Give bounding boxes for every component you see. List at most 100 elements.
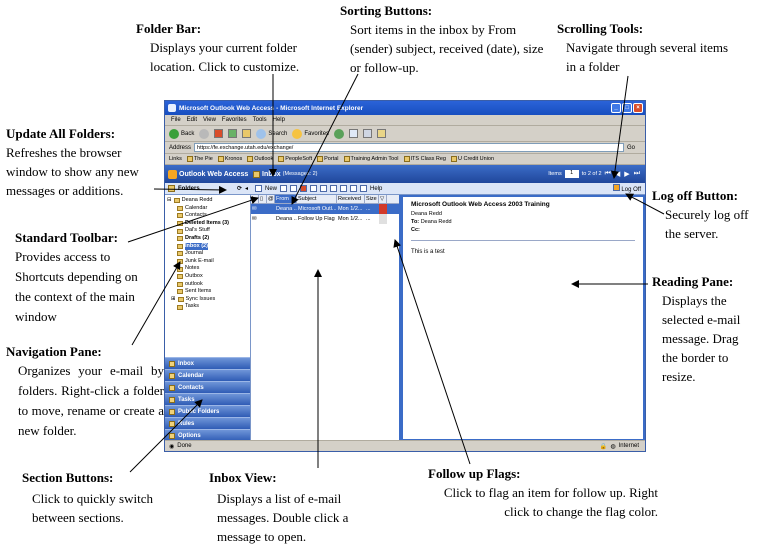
mail-icon[interactable] <box>349 129 359 138</box>
section-inbox[interactable]: Inbox <box>165 357 250 369</box>
link-item[interactable]: Outlook <box>247 156 273 162</box>
tree-item-sync-issues[interactable]: ⊞Sync Issues <box>171 295 216 303</box>
section-contacts[interactable]: Contacts <box>165 381 250 393</box>
page-total: to 2 of 2 <box>581 171 602 177</box>
attachment-sort-icon[interactable]: @ <box>268 195 275 203</box>
link-label: U Credit Union <box>457 156 495 162</box>
browser-window: Microsoft Outlook Web Access - Microsoft… <box>164 100 646 452</box>
command-buttons: New Help Log Off <box>251 184 645 193</box>
link-item[interactable]: PeopleSoft <box>278 156 312 162</box>
maximize-icon[interactable]: □ <box>622 103 632 113</box>
link-item[interactable]: U Credit Union <box>450 156 495 162</box>
tree-item-drafts[interactable]: Drafts (2) <box>167 235 248 243</box>
address-input[interactable]: https://fe.exchange.utah.edu/exchange/ <box>194 143 625 152</box>
sort-flag-icon[interactable]: ▽ <box>379 195 387 203</box>
print-icon[interactable] <box>363 129 373 138</box>
history-icon[interactable] <box>334 128 345 139</box>
close-icon[interactable]: × <box>633 103 643 113</box>
log-off-button[interactable]: Log Off <box>612 184 641 193</box>
section-label: Rules <box>178 420 195 427</box>
tree-item-journal[interactable]: Journal <box>167 250 248 258</box>
calendar-icon <box>177 205 183 211</box>
forward-arrow-icon[interactable] <box>199 128 210 139</box>
prev-page-icon[interactable]: ◀ <box>614 171 622 178</box>
row-received: Mon 1/2... <box>338 216 363 222</box>
folders-bar: Folders ⟳ ◂ <box>165 185 251 192</box>
section-calendar[interactable]: Calendar <box>165 369 250 381</box>
favorites-button[interactable]: Favorites <box>292 128 329 139</box>
sort-received-button[interactable]: Received <box>337 195 365 203</box>
address-book-icon[interactable] <box>350 185 358 192</box>
move-icon[interactable] <box>290 185 298 192</box>
menu-help[interactable]: Help <box>272 117 285 123</box>
next-page-icon[interactable]: ▶ <box>624 171 631 178</box>
home-icon[interactable] <box>242 129 252 138</box>
link-item[interactable]: ITS Class Reg <box>403 156 446 162</box>
inbox-icon <box>177 243 183 249</box>
links-label: Links <box>169 156 182 162</box>
tree-item-junk-email[interactable]: Junk E-mail <box>167 258 248 266</box>
sort-from-button[interactable]: From <box>275 195 297 203</box>
tree-item-deleted-items[interactable]: Deleted Items (3) <box>167 220 248 228</box>
importance-sort-icon[interactable]: ! <box>251 195 259 203</box>
back-button[interactable]: Back <box>169 128 195 139</box>
menu-view[interactable]: View <box>203 117 216 123</box>
new-button[interactable]: New <box>265 185 278 192</box>
section-public-folders[interactable]: Public Folders <box>165 405 250 417</box>
section-tasks[interactable]: Tasks <box>165 393 250 405</box>
inbox-icon <box>169 360 175 367</box>
search-button[interactable]: Search <box>256 128 287 139</box>
update-all-folders-icon[interactable]: ⟳ <box>236 186 242 192</box>
browser-title-bar[interactable]: Microsoft Outlook Web Access - Microsoft… <box>165 101 645 115</box>
print-icon[interactable] <box>280 185 288 192</box>
menu-edit[interactable]: Edit <box>186 117 198 123</box>
drafts-icon <box>177 236 183 242</box>
link-item[interactable]: Kronos <box>217 156 242 162</box>
folder-bar[interactable]: Inbox (Messages: 2) <box>253 170 318 178</box>
forward-icon[interactable] <box>330 185 338 192</box>
go-button[interactable]: Go <box>627 144 636 151</box>
help-button[interactable]: Help <box>370 185 383 192</box>
back-label: Back <box>181 130 195 137</box>
link-item[interactable]: Portal <box>317 156 339 162</box>
tree-item-inbox[interactable]: Inbox (2) <box>167 242 248 251</box>
table-row[interactable]: ✉ Deana ... Microsoft Outl... Mon 1/2...… <box>251 204 399 214</box>
type-sort-icon[interactable]: ▯ <box>259 195 267 203</box>
notes-icon <box>177 266 183 272</box>
link-item[interactable]: The Pie <box>186 156 213 162</box>
tree-root[interactable]: ⊟Deana Redd <box>167 197 213 204</box>
menu-tools[interactable]: Tools <box>252 117 267 123</box>
tree-item-notes[interactable]: Notes <box>167 265 248 273</box>
edit-icon[interactable] <box>377 129 387 138</box>
menu-favorites[interactable]: Favorites <box>221 117 247 123</box>
page-input[interactable]: 1 <box>564 170 579 178</box>
tree-item-calendar[interactable]: Calendar <box>167 205 248 213</box>
follow-up-flag-icon[interactable] <box>379 214 387 224</box>
follow-up-flag-icon[interactable] <box>379 204 387 214</box>
stop-icon[interactable] <box>214 129 224 138</box>
section-rules[interactable]: Rules <box>165 417 250 429</box>
sort-size-button[interactable]: Size <box>365 195 379 203</box>
tree-item-contacts[interactable]: Contacts <box>167 212 248 220</box>
reply-icon[interactable] <box>310 185 318 192</box>
sort-subject-button[interactable]: Subject <box>297 195 337 203</box>
tree-item-outlook[interactable]: outlook <box>167 281 248 289</box>
delete-icon[interactable] <box>300 185 308 192</box>
minimize-icon[interactable]: _ <box>611 103 621 113</box>
refresh-icon[interactable] <box>228 129 238 138</box>
reply-all-icon[interactable] <box>320 185 328 192</box>
last-page-icon[interactable]: ⏭ <box>633 170 641 177</box>
folder-icon <box>169 408 175 415</box>
menu-file[interactable]: File <box>171 117 181 123</box>
tree-item-sent-items[interactable]: Sent Items <box>167 288 248 296</box>
tree-item-dals-stuff[interactable]: Dal's Stuff <box>167 227 248 235</box>
check-names-icon[interactable] <box>340 185 348 192</box>
first-page-icon[interactable]: ⏮ <box>604 170 612 177</box>
tree-item-tasks[interactable]: Tasks <box>167 303 248 311</box>
table-row[interactable]: ✉ Deana ... Follow Up Flag Mon 1/2... ..… <box>251 214 399 224</box>
callout-scrolling-tools: Scrolling Tools: Navigate through severa… <box>557 19 737 76</box>
collapse-icon[interactable]: ◂ <box>244 186 248 192</box>
tree-item-outbox[interactable]: Outbox <box>167 273 248 281</box>
link-item[interactable]: Training Admin Tool <box>343 156 399 162</box>
tree-item-label: Calendar <box>185 204 208 211</box>
